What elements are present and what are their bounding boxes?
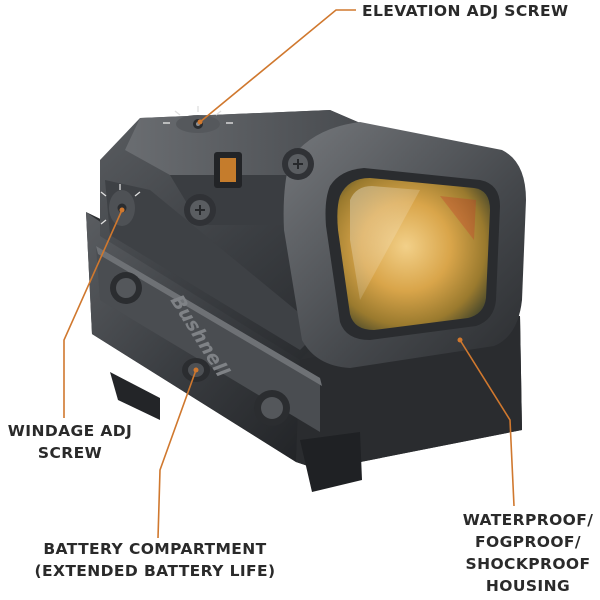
windage-adj-screw-label: WINDAGE ADJ SCREW [4,420,136,464]
callout-line: WATERPROOF/ [462,511,594,529]
leader-windage [63,209,123,418]
callout-line: SCREW [37,444,103,462]
callout-line: WINDAGE ADJ [7,422,133,440]
led-window [214,152,242,188]
windage-marks [100,184,141,225]
callout-line: HOUSING [485,577,571,595]
callout-line: ELEVATION ADJ SCREW [362,2,569,20]
battery-compartment-label: BATTERY COMPARTMENT (EXTENDED BATTERY LI… [24,538,286,582]
leader-elevation [199,9,356,123]
callout-line: FOGPROOF/ [475,533,581,551]
top-screw-right [282,148,314,180]
top-screw-left [184,194,216,226]
leader-housing [459,339,515,507]
callout-leaders [63,9,515,539]
callout-line: SHOCKPROOF [465,555,591,573]
elevation-adj-screw-label: ELEVATION ADJ SCREW [362,0,568,22]
housing-label: WATERPROOF/ FOGPROOF/ SHOCKPROOF HOUSING [462,509,594,597]
callout-dots [119,119,463,373]
callout-line: (EXTENDED BATTERY LIFE) [34,562,276,580]
rail-screw-right [254,390,290,426]
leader-battery [157,369,197,539]
elevation-marks [163,106,233,124]
side-rail [96,246,322,432]
callout-line: BATTERY COMPARTMENT [43,540,267,558]
rail-screw-left [110,272,142,304]
lens [337,178,490,330]
elevation-screw [176,115,220,133]
